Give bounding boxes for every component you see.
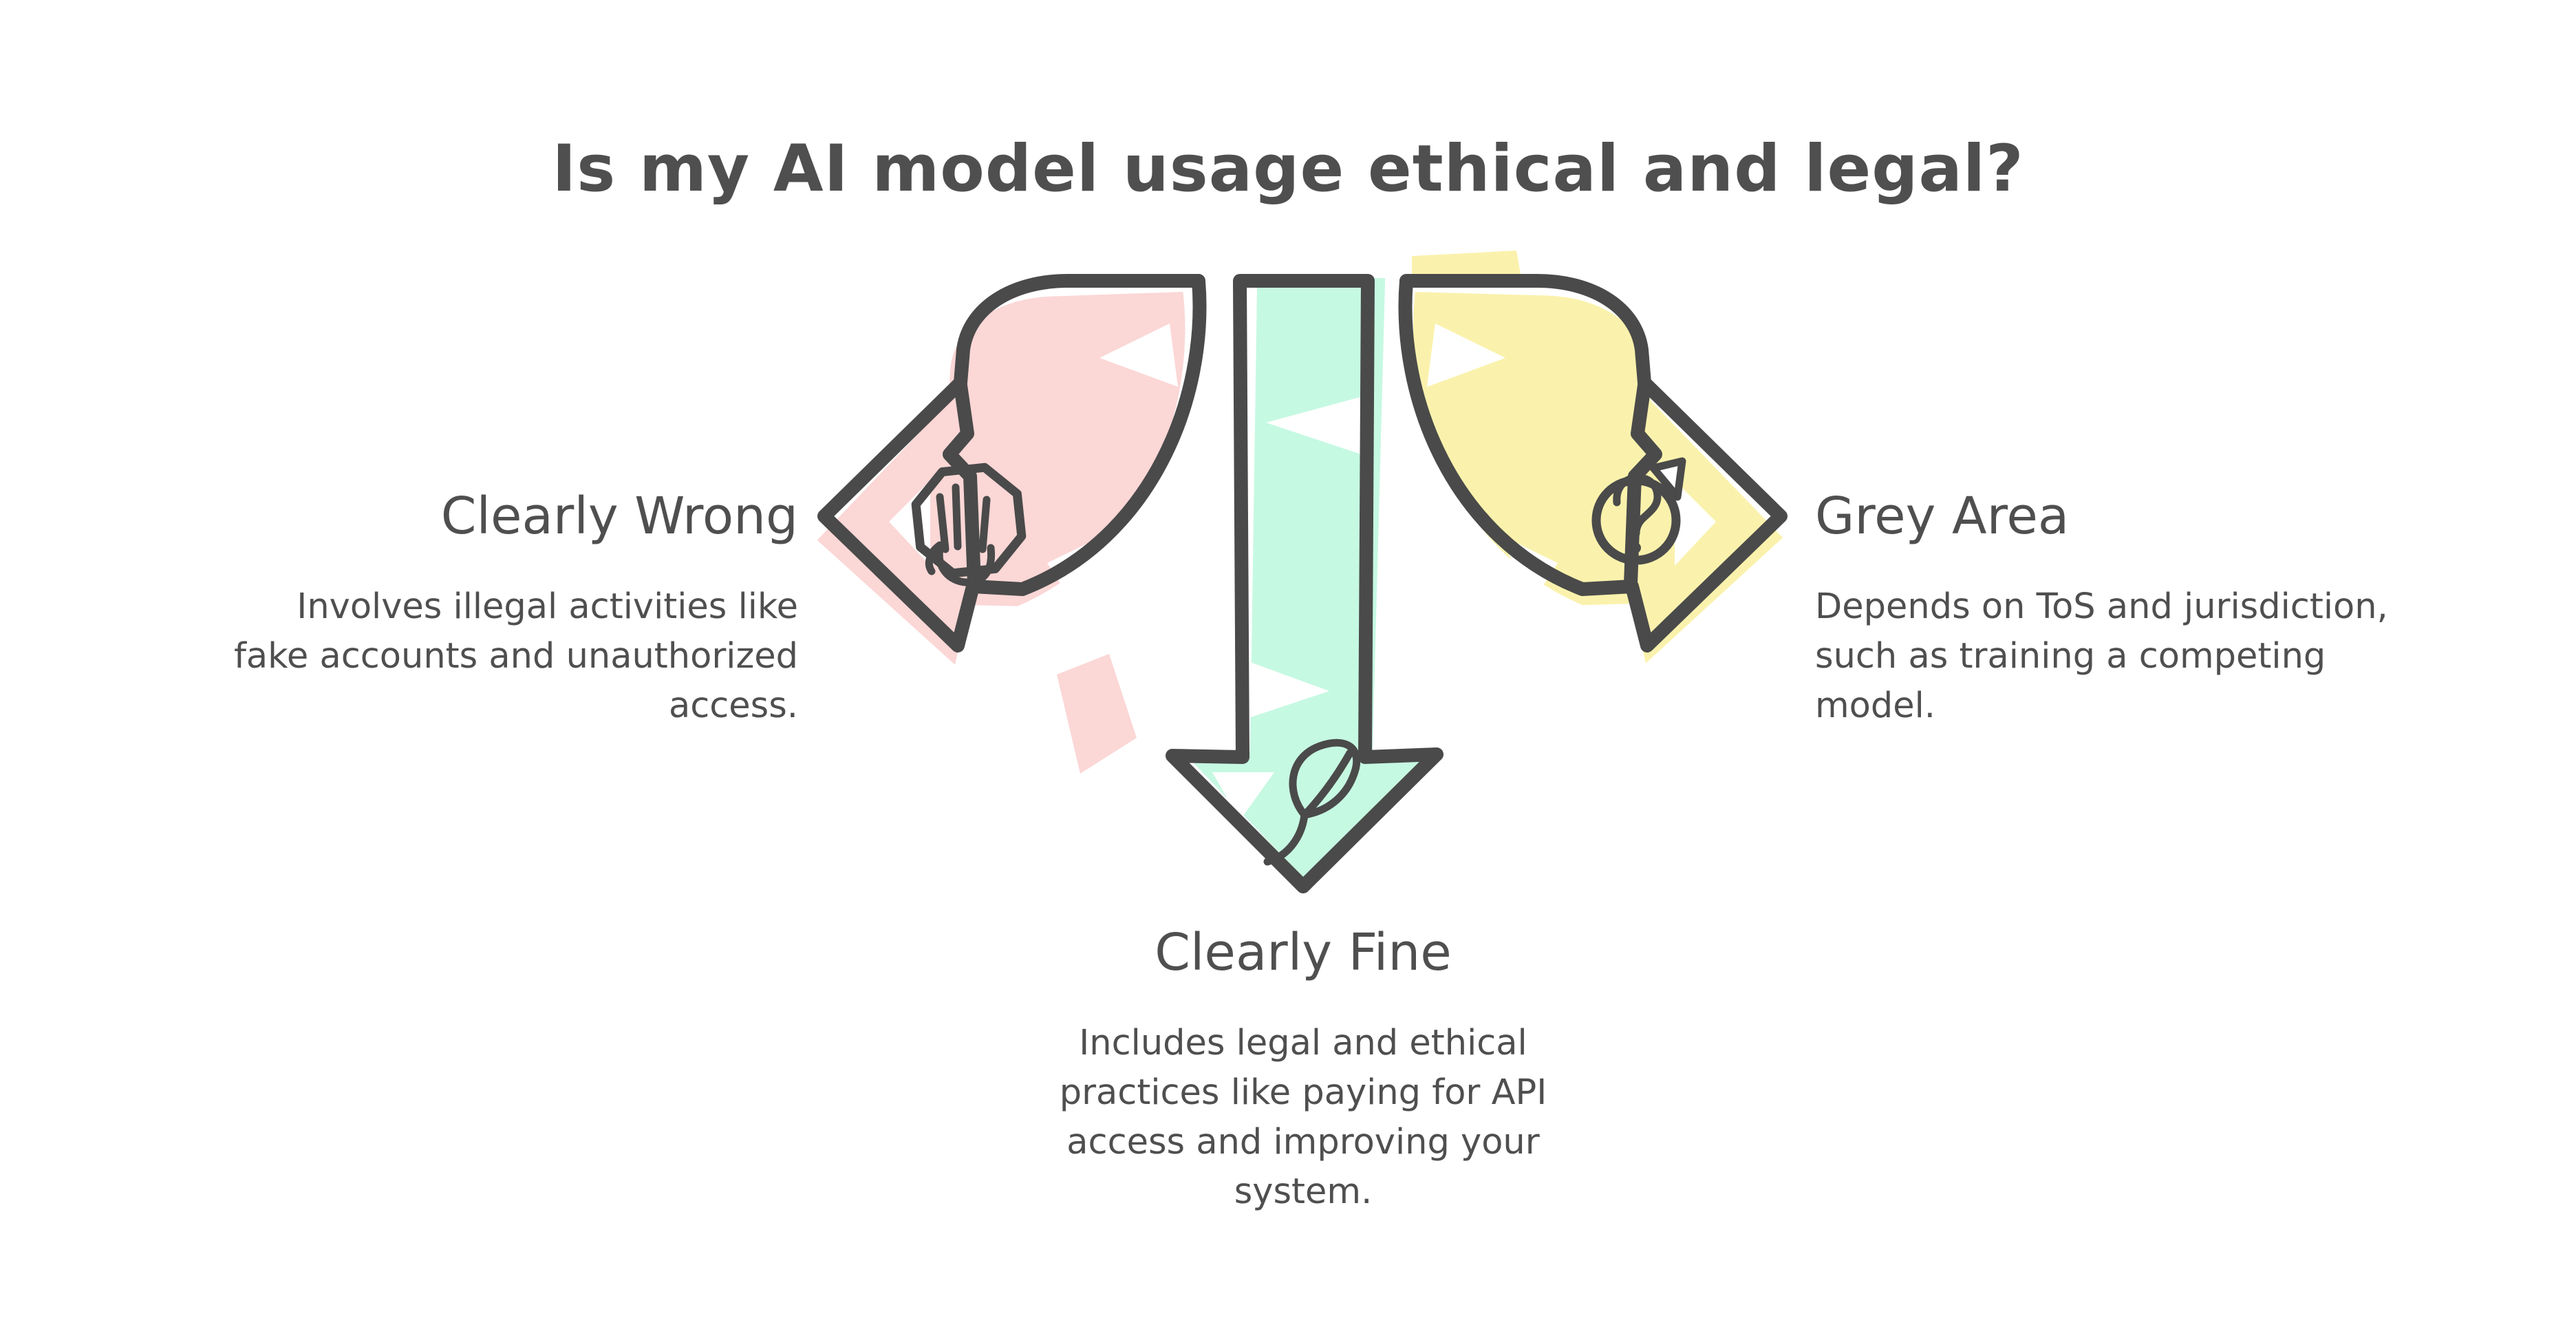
cursor-flick-icon [1649,457,1686,501]
description-grey-area: Depends on ToS and jurisdiction, such as… [1815,582,2576,731]
description-line: Includes legal and ethical [1079,1023,1527,1063]
description-line: system. [1234,1171,1373,1212]
description-line: Depends on ToS and jurisdiction, [1815,586,2388,627]
question-icon [1591,457,1686,565]
heading-clearly-fine: Clearly Fine [1155,923,1452,982]
arrow-clearly-fine [1166,274,1444,893]
description-line: practices like paying for API [1059,1072,1547,1113]
description-line: Involves illegal activities like [297,586,798,627]
description-clearly-fine: Includes legal and ethical practices lik… [822,1019,1785,1217]
heading-clearly-wrong: Clearly Wrong [440,487,798,546]
diagram-title: Is my AI model usage ethical and legal? [552,131,2024,206]
description-line: fake accounts and unauthorized [233,636,798,677]
stop-hand-icon [911,463,1027,578]
hand-icon [925,483,996,586]
description-line: such as training a competing [1815,636,2326,677]
heading-grey-area: Grey Area [1815,487,2070,546]
description-line: model. [1815,686,1936,726]
arrow-grey-area [1398,251,1788,663]
arrow-clearly-wrong [817,274,1207,774]
description-clearly-wrong: Involves illegal activities like fake ac… [0,582,798,731]
leaf-icon [1263,739,1361,866]
description-line: access and improving your [1066,1122,1540,1162]
description-line: access. [668,686,798,726]
